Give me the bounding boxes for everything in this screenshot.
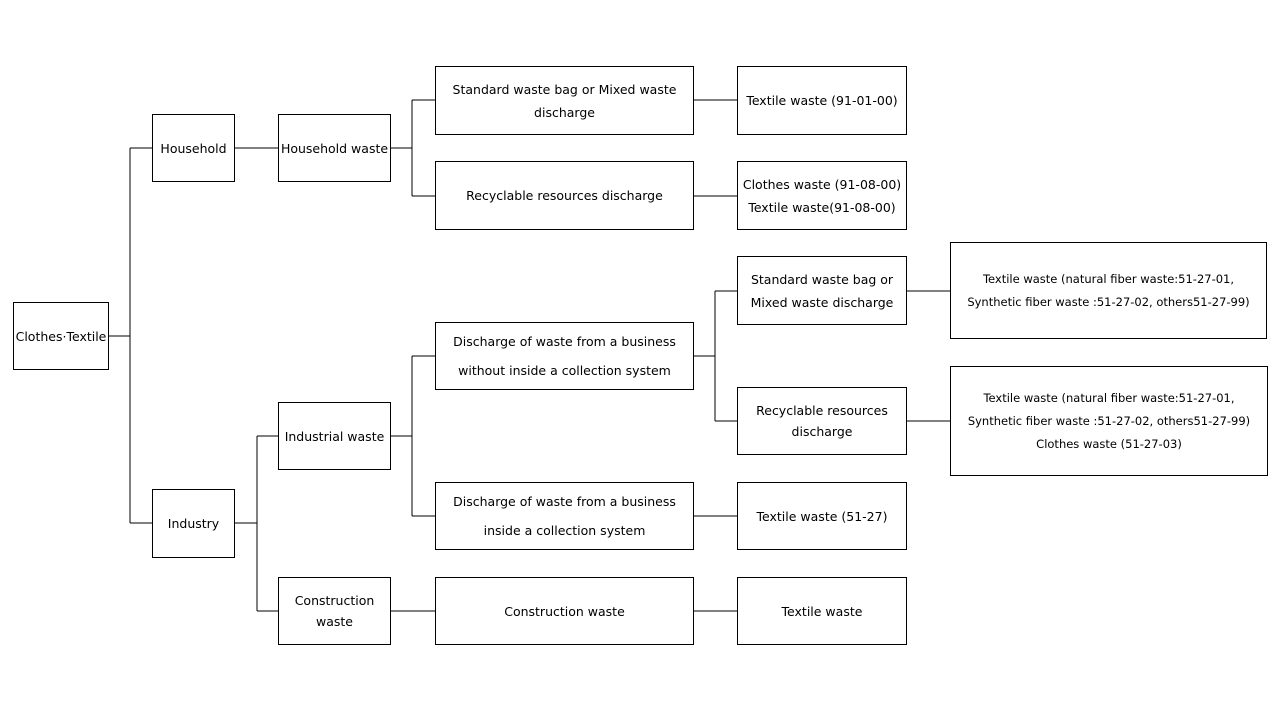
node-label: Industrial waste bbox=[284, 428, 385, 444]
construction-waste-node: Construction waste bbox=[435, 577, 694, 645]
node-label: Household waste bbox=[280, 140, 389, 156]
household-recyclable-node: Recyclable resources discharge bbox=[435, 161, 694, 230]
node-label: Recyclable resources bbox=[756, 403, 888, 418]
node-label: Standard waste bag or bbox=[750, 271, 894, 287]
node-label: inside a collection system bbox=[483, 523, 646, 538]
node-label: Clothes waste (91-08-00) bbox=[742, 176, 902, 192]
household-textile-waste-node: Textile waste (91-01-00) bbox=[737, 66, 907, 135]
root-node: Clothes·Textile bbox=[13, 302, 109, 370]
node-label: Textile waste (91-01-00) bbox=[746, 93, 898, 108]
node-label: Textile waste bbox=[781, 603, 863, 619]
node-label: Mixed waste discharge bbox=[750, 294, 894, 310]
industry-standard-bag-node: Standard waste bag or Mixed waste discha… bbox=[737, 256, 907, 325]
node-label: Discharge of waste from a business bbox=[453, 494, 676, 509]
node-label: Textile waste(91-08-00) bbox=[748, 199, 896, 215]
node-label: Construction bbox=[294, 593, 375, 608]
industry-node: Industry bbox=[152, 489, 235, 558]
node-label: Household bbox=[160, 140, 227, 156]
industry-inside-collection-node: Discharge of waste from a business insid… bbox=[435, 482, 694, 550]
node-label: Textile waste (natural fiber waste:51-27… bbox=[982, 271, 1235, 286]
node-label: Textile waste (51-27) bbox=[756, 508, 888, 524]
industry-without-collection-node: Discharge of waste from a business witho… bbox=[435, 322, 694, 390]
industry-textile-clothes-codes-node: Textile waste (natural fiber waste:51-27… bbox=[950, 366, 1268, 476]
node-label: without inside a collection system bbox=[458, 363, 671, 378]
node-label: discharge bbox=[534, 104, 595, 120]
node-label: Clothes·Textile bbox=[15, 328, 107, 344]
node-label: discharge bbox=[791, 424, 853, 439]
industry-textile-codes-node: Textile waste (natural fiber waste:51-27… bbox=[950, 242, 1267, 339]
household-standard-bag-node: Standard waste bag or Mixed waste discha… bbox=[435, 66, 694, 135]
node-label: Discharge of waste from a business bbox=[453, 334, 676, 349]
node-label: Textile waste (natural fiber waste:51-27… bbox=[983, 390, 1235, 405]
construction-textile-waste-node: Textile waste bbox=[737, 577, 907, 645]
node-label: Construction waste bbox=[504, 603, 625, 619]
household-node: Household bbox=[152, 114, 235, 182]
construction-node: Construction waste bbox=[278, 577, 391, 645]
household-waste-node: Household waste bbox=[278, 114, 391, 182]
industry-recyclable-node: Recyclable resources discharge bbox=[737, 387, 907, 455]
node-label: Standard waste bag or Mixed waste bbox=[452, 81, 677, 97]
node-label: Industry bbox=[167, 516, 220, 531]
node-label: Synthetic fiber waste :51-27-02, others5… bbox=[967, 294, 1250, 309]
node-label: Synthetic fiber waste :51-27-02, others5… bbox=[967, 413, 1251, 428]
node-label: Recyclable resources discharge bbox=[466, 188, 663, 203]
node-label: Clothes waste (51-27-03) bbox=[1036, 436, 1182, 451]
industry-textile-51-27-node: Textile waste (51-27) bbox=[737, 482, 907, 550]
node-label: waste bbox=[316, 614, 353, 629]
industrial-waste-node: Industrial waste bbox=[278, 402, 391, 470]
household-clothes-textile-node: Clothes waste (91-08-00) Textile waste(9… bbox=[737, 161, 907, 230]
